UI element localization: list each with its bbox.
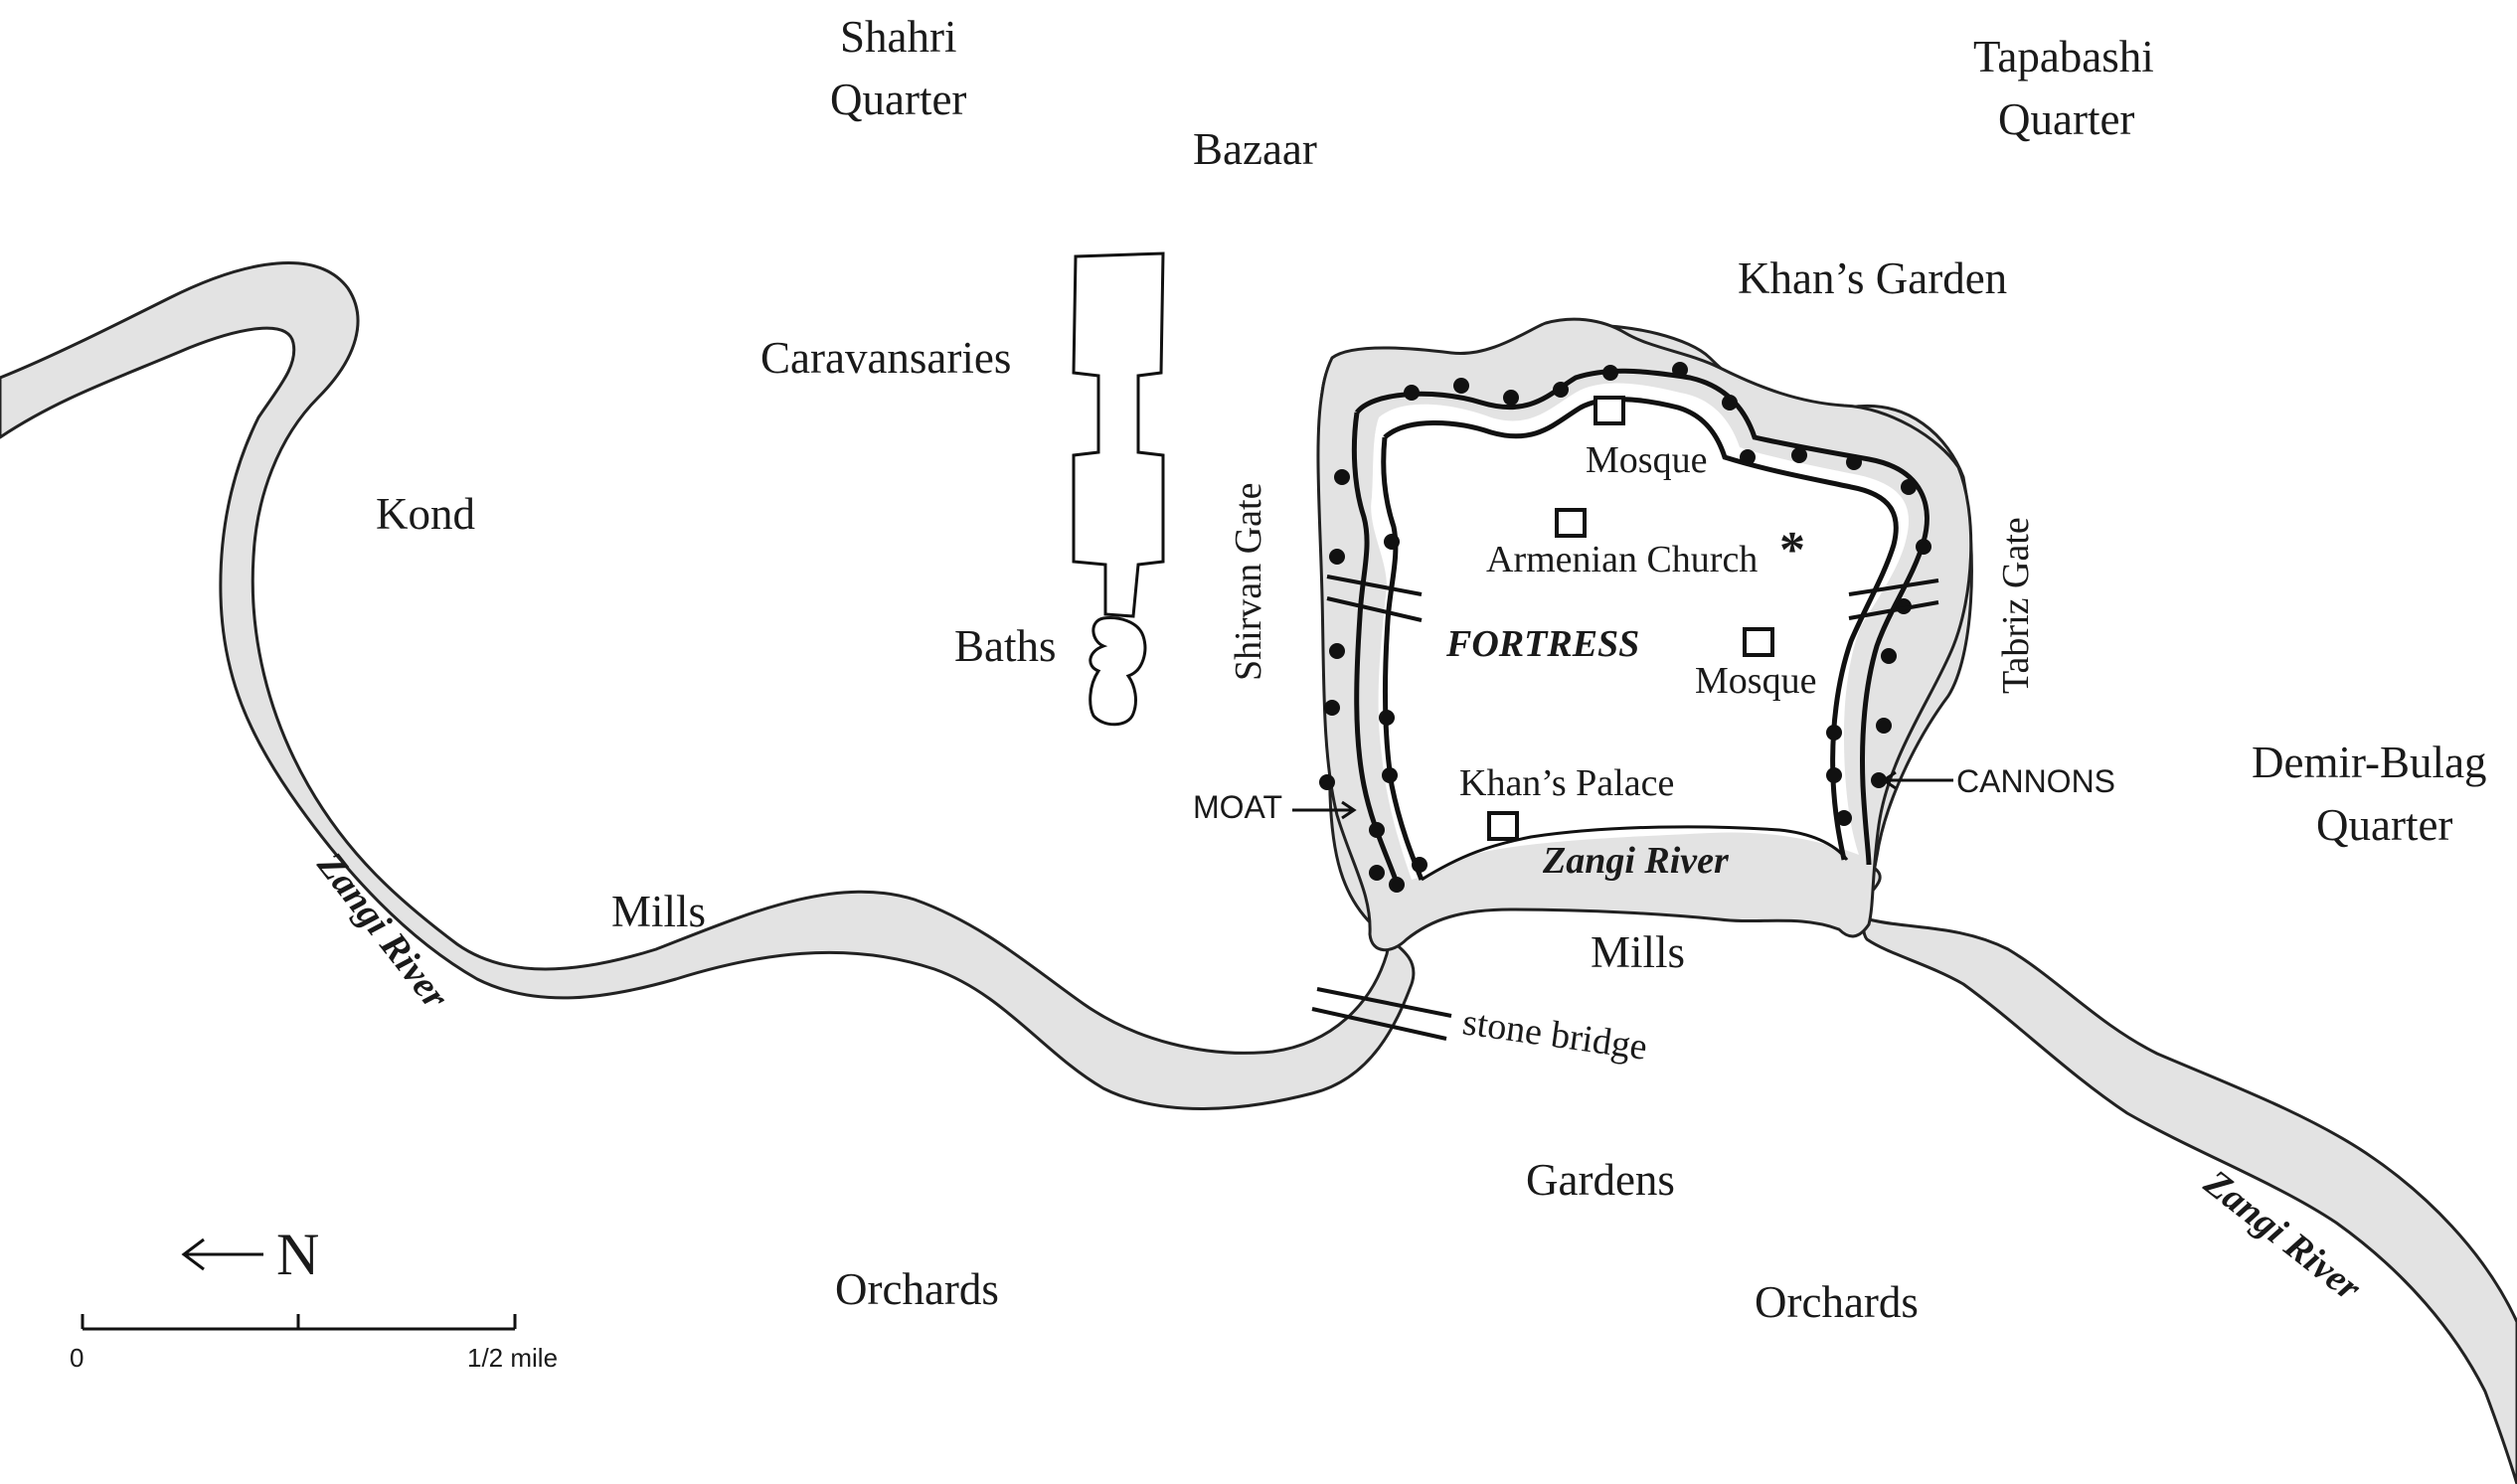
zangi-river-water xyxy=(0,261,2517,1484)
mosque-south-label: Mosque xyxy=(1695,660,1816,702)
mills-south-label: Mills xyxy=(1591,927,1685,977)
cannon-dot xyxy=(1826,725,1842,741)
moat-label: MOAT xyxy=(1193,789,1282,825)
fortress-outer-wall-west xyxy=(1351,412,1400,884)
mosque-south-building xyxy=(1743,627,1774,657)
fortress-outer-wall xyxy=(1355,368,1930,866)
baths-building xyxy=(1089,616,1147,727)
cannon-dot xyxy=(1384,534,1400,550)
cannon-dot xyxy=(1876,718,1892,734)
scale-end-label: 1/2 mile xyxy=(467,1343,558,1373)
kond-label: Kond xyxy=(376,489,475,539)
cannon-dot xyxy=(1329,549,1345,565)
fortress-interior xyxy=(1371,383,1910,880)
bazaar-label: Bazaar xyxy=(1193,124,1317,174)
zangi-river-center-label: Zangi River xyxy=(1542,840,1730,882)
cannon-dot xyxy=(1389,877,1405,893)
cannon-dot xyxy=(1382,767,1398,783)
cannon-dot xyxy=(1334,469,1350,485)
mills-west-label: Mills xyxy=(611,887,706,936)
cannon-dot xyxy=(1740,449,1756,465)
cannon-dot xyxy=(1324,700,1340,716)
baths-label: Baths xyxy=(954,621,1057,671)
shahri-quarter-label-line1: Shahri xyxy=(840,12,957,62)
shirvan-gate-label: Shirvan Gate xyxy=(1228,483,1269,681)
scale-bar: 0 1/2 mile xyxy=(70,1314,558,1373)
cannon-dot xyxy=(1846,454,1862,470)
cannon-dot xyxy=(1871,772,1887,788)
caravansaries-building xyxy=(1072,251,1165,618)
cannon-dot xyxy=(1836,810,1852,826)
stone-bridge-label: stone bridge xyxy=(1460,1001,1650,1069)
cannon-dot xyxy=(1901,479,1917,495)
cannon-dot xyxy=(1791,447,1807,463)
tabriz-gate-label: Tabriz Gate xyxy=(1995,517,2037,694)
cannon-dot xyxy=(1329,643,1345,659)
north-arrow: N xyxy=(181,1222,319,1287)
fortress-inner-wall xyxy=(1383,397,1899,861)
cannons-group xyxy=(1319,362,1931,893)
scale-start-label: 0 xyxy=(70,1343,84,1373)
demir-bulag-quarter-label-line2: Quarter xyxy=(2316,800,2452,850)
armenian-church-label: Armenian Church xyxy=(1486,539,1758,580)
cannon-dot xyxy=(1553,382,1569,398)
fortress-river-edge xyxy=(1421,825,1849,882)
church-marker: * xyxy=(1779,522,1805,578)
gardens-label: Gardens xyxy=(1526,1155,1675,1205)
armenian-church-building xyxy=(1555,508,1587,538)
demir-bulag-quarter-label-line1: Demir-Bulag xyxy=(2252,738,2487,787)
moat-pointer-arrow xyxy=(1292,800,1357,820)
cannon-dot xyxy=(1672,362,1688,378)
cannon-dot xyxy=(1404,385,1420,401)
fortress-label: FORTRESS xyxy=(1445,623,1639,665)
cannon-dot xyxy=(1602,365,1618,381)
caravansaries-label: Caravansaries xyxy=(760,333,1011,383)
tapabashi-quarter-label-line2: Quarter xyxy=(1998,94,2134,144)
mosque-north-building xyxy=(1594,396,1625,425)
cannon-dot xyxy=(1379,710,1395,726)
tapabashi-quarter-label-line1: Tapabashi xyxy=(1973,32,2154,82)
cannon-dot xyxy=(1503,390,1519,406)
cannon-dot xyxy=(1826,767,1842,783)
cannon-dot xyxy=(1369,822,1385,838)
orchards-right-label: Orchards xyxy=(1755,1277,1919,1327)
khans-garden-label: Khan’s Garden xyxy=(1738,253,2007,303)
cannon-dot xyxy=(1722,395,1738,411)
cannon-dot xyxy=(1881,648,1897,664)
khans-palace-building xyxy=(1487,811,1519,841)
cannon-dot xyxy=(1369,865,1385,881)
cannons-pointer-arrow xyxy=(1881,770,1953,790)
shirvan-gate-bridge xyxy=(1326,575,1423,622)
fortress-inner-wall-west xyxy=(1381,436,1425,881)
cannons-label: CANNONS xyxy=(1956,763,2115,799)
khans-palace-label: Khan’s Palace xyxy=(1459,762,1674,804)
cannon-dot xyxy=(1412,857,1427,873)
cannon-dot xyxy=(1916,539,1931,555)
mosque-north-label: Mosque xyxy=(1586,439,1707,481)
cannon-dot xyxy=(1319,774,1335,790)
cannon-dot xyxy=(1453,378,1469,394)
north-arrow-label: N xyxy=(276,1222,319,1287)
tabriz-gate-bridge xyxy=(1848,578,1939,620)
orchards-left-label: Orchards xyxy=(835,1264,999,1314)
stone-bridge xyxy=(1311,987,1452,1041)
shahri-quarter-label-line2: Quarter xyxy=(830,75,966,124)
